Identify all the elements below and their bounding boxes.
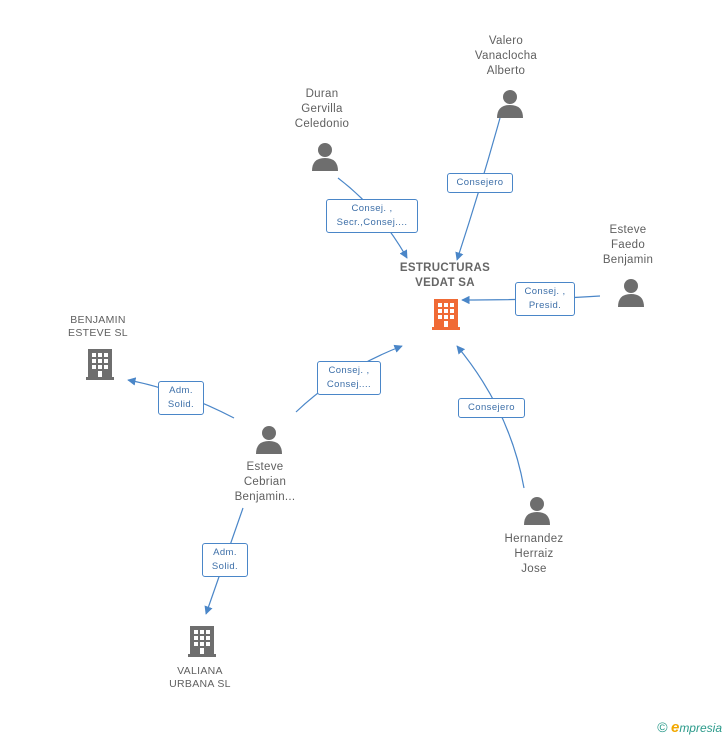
company-building-icon[interactable]: [188, 625, 218, 659]
relation-label-esteve-faedo[interactable]: Consej. , Presid.: [515, 282, 575, 316]
person-icon[interactable]: [310, 141, 340, 171]
copyright-icon: ©: [657, 719, 668, 735]
relation-label-valero[interactable]: Consejero: [447, 173, 513, 193]
main-company-name[interactable]: ESTRUCTURAS VEDAT SA: [399, 262, 491, 289]
brand-name: mpresia: [679, 721, 722, 735]
person-icon[interactable]: [254, 424, 284, 454]
person-name-esteve-faedo[interactable]: Esteve Faedo Benjamin: [602, 224, 654, 266]
person-icon[interactable]: [616, 277, 646, 307]
brand-logo-letter: e: [670, 719, 680, 736]
main-company-building-icon[interactable]: [432, 298, 462, 332]
company-name-benjamin-esteve[interactable]: BENJAMIN ESTEVE SL: [68, 314, 128, 339]
person-name-hernandez[interactable]: Hernandez Herraiz Jose: [504, 533, 564, 575]
company-building-icon[interactable]: [86, 348, 116, 382]
relation-label-cebrian-main[interactable]: Consej. , Consej....: [317, 361, 381, 395]
person-name-duran[interactable]: Duran Gervilla Celedonio: [294, 88, 350, 130]
relation-label-duran[interactable]: Consej. , Secr.,Consej....: [326, 199, 418, 233]
company-name-valiana[interactable]: VALIANA URBANA SL: [169, 665, 231, 690]
person-name-esteve-cebrian[interactable]: Esteve Cebrian Benjamin...: [234, 461, 296, 503]
relation-label-cebrian-valiana[interactable]: Adm. Solid.: [202, 543, 248, 577]
person-icon[interactable]: [522, 495, 552, 525]
person-name-valero[interactable]: Valero Vanaclocha Alberto: [474, 35, 538, 77]
brand-footer: © empresia: [657, 719, 722, 736]
relation-label-cebrian-benjamin[interactable]: Adm. Solid.: [158, 381, 204, 415]
relation-label-hernandez[interactable]: Consejero: [458, 398, 525, 418]
person-icon[interactable]: [495, 88, 525, 118]
